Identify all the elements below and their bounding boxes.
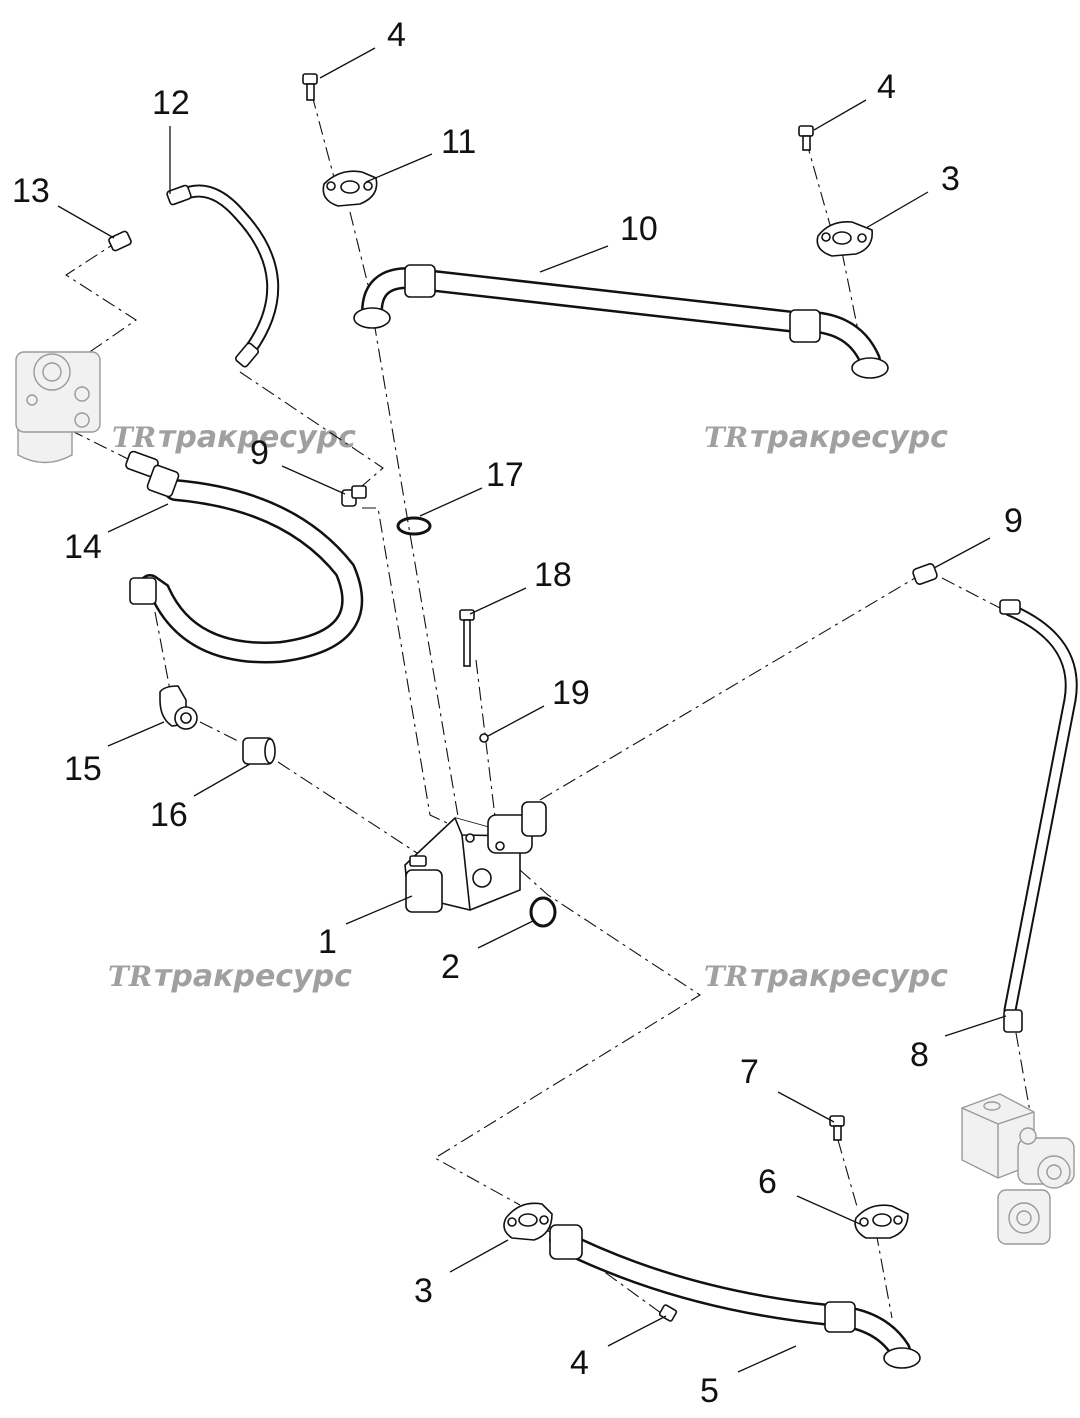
callout-18: 18 xyxy=(534,556,572,594)
watermark-logo: TR xyxy=(704,960,748,993)
adapter-16 xyxy=(242,737,276,765)
callout-13: 13 xyxy=(12,172,50,210)
watermark-bottom-left: TR тракресурс xyxy=(108,959,352,994)
callout-7: 7 xyxy=(740,1053,759,1091)
bolt-4-top xyxy=(302,73,318,101)
callout-9-right: 9 xyxy=(1004,502,1023,540)
callout-19: 19 xyxy=(552,674,590,712)
assembly-lines xyxy=(64,94,1031,1319)
bolt-7 xyxy=(829,1115,845,1141)
callout-1: 1 xyxy=(318,923,337,961)
callout-4-right: 4 xyxy=(877,68,896,106)
callout-numbers: 4 4 11 3 10 12 13 9 17 9 14 18 19 15 16 … xyxy=(12,16,1023,1410)
callout-8: 8 xyxy=(910,1036,929,1074)
elbow-9-right xyxy=(912,563,938,585)
callout-4-top: 4 xyxy=(387,16,406,54)
leader-lines xyxy=(57,47,1007,1373)
callout-16: 16 xyxy=(150,796,188,834)
callout-3-top: 3 xyxy=(941,160,960,198)
elbow-15 xyxy=(159,685,198,730)
watermark-logo: TR xyxy=(108,960,152,993)
callout-3-bottom: 3 xyxy=(414,1272,433,1310)
hose-8 xyxy=(999,599,1078,1033)
hose-12 xyxy=(166,184,280,368)
flange-clamp-3-bottom xyxy=(503,1202,553,1241)
bolt-4-bottom xyxy=(658,1304,678,1322)
watermark-text: тракресурс xyxy=(158,420,356,455)
valve-1 xyxy=(404,801,547,913)
callout-6: 6 xyxy=(758,1163,777,1201)
long-bolt-18 xyxy=(459,609,475,667)
watermark-bottom-right: TR тракресурс xyxy=(704,959,948,994)
watermark-text: тракресурс xyxy=(750,420,948,455)
hose-10 xyxy=(353,264,889,379)
callout-17: 17 xyxy=(486,456,524,494)
elbow-9-left xyxy=(341,485,367,507)
steering-unit-ghost xyxy=(15,351,101,464)
hose-14 xyxy=(125,450,364,664)
flange-clamp-3-top xyxy=(816,220,873,257)
adapter-13 xyxy=(108,230,132,252)
watermark-top-right: TR тракресурс xyxy=(704,420,948,455)
callout-11: 11 xyxy=(441,123,476,161)
flange-clamp-6 xyxy=(854,1204,909,1239)
hose-5 xyxy=(549,1224,921,1369)
o-ring-17 xyxy=(396,516,432,536)
valve-block-ghost xyxy=(961,1093,1075,1245)
callout-10: 10 xyxy=(620,210,658,248)
bolt-4-right xyxy=(798,125,814,151)
callout-4-bottom: 4 xyxy=(570,1344,589,1382)
o-ring-2 xyxy=(529,896,557,928)
watermark-logo: TR xyxy=(112,421,156,454)
callout-14: 14 xyxy=(64,528,102,566)
callout-5: 5 xyxy=(700,1372,719,1410)
watermark-top-left: TR тракресурс xyxy=(112,420,356,455)
callout-9-left: 9 xyxy=(250,434,269,472)
watermark-logo: TR xyxy=(704,421,748,454)
flange-clamp-11 xyxy=(322,170,378,207)
washer-19 xyxy=(479,733,489,743)
watermark-text: тракресурс xyxy=(750,959,948,994)
watermark-text: тракресурс xyxy=(154,959,352,994)
callout-2: 2 xyxy=(441,948,460,986)
callout-12: 12 xyxy=(152,84,190,122)
callout-15: 15 xyxy=(64,750,102,788)
